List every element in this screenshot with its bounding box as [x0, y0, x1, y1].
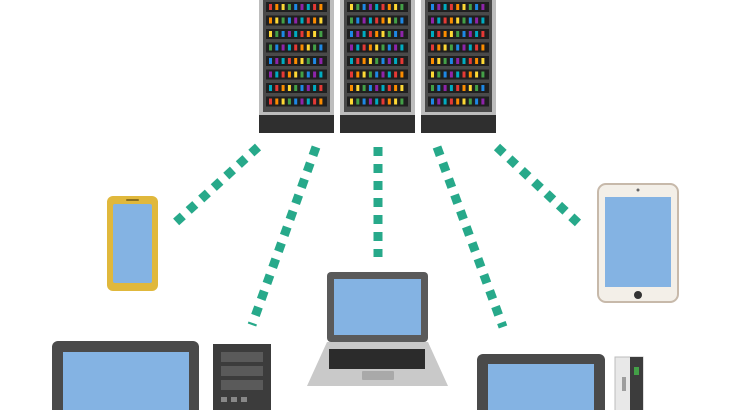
network-link-line [493, 143, 582, 227]
network-link-line [171, 143, 262, 227]
network-links [171, 143, 582, 329]
tablet-icon [597, 183, 679, 303]
desktop-monitor-icon [477, 354, 605, 410]
server-rack-icon [259, 0, 334, 133]
laptop-icon [307, 272, 448, 386]
desktop-monitor-icon [52, 341, 199, 410]
network-link-line [247, 145, 321, 327]
mini-pc-icon [614, 356, 644, 410]
smartphone-icon [107, 196, 158, 291]
server-rack-icon [340, 0, 415, 133]
server-racks [259, 0, 496, 133]
server-rack-icon [421, 0, 496, 133]
tower-pc-icon [213, 344, 271, 410]
network-link-line [432, 145, 508, 329]
